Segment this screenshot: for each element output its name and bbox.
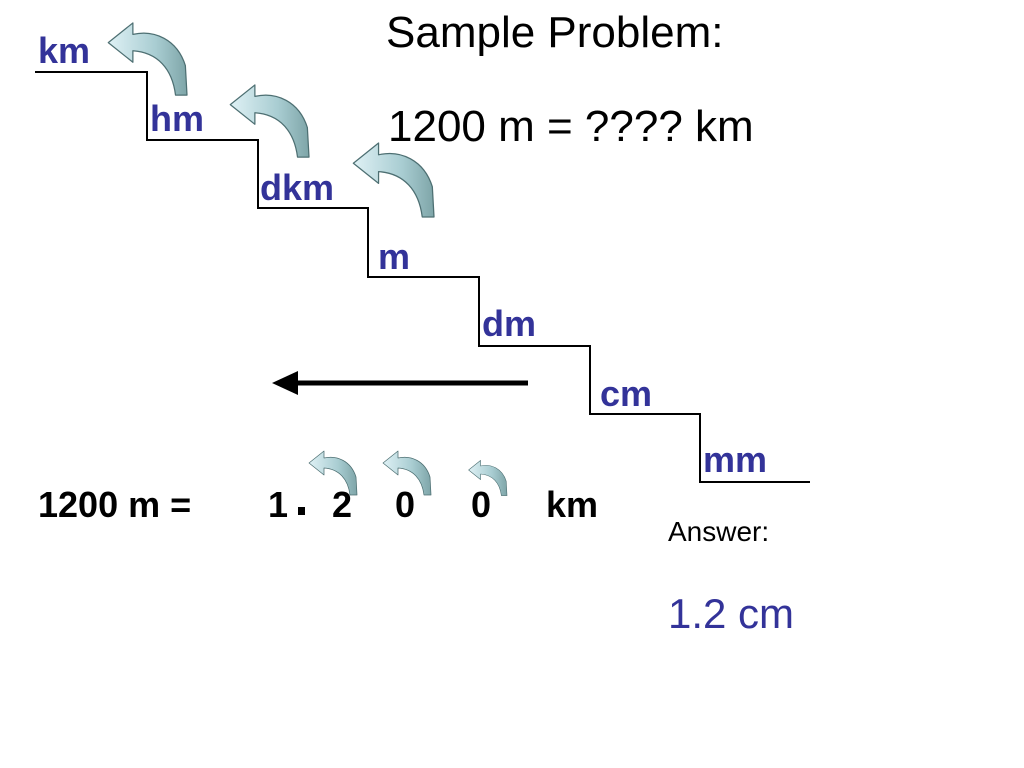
equation-unit: km [546,484,599,525]
equation-digit: 0 [395,484,416,525]
unit-label-mm: mm [703,439,768,480]
page-title: Sample Problem: [386,8,724,57]
unit-label-cm: cm [600,373,653,414]
problem-statement: 1200 m = ???? km [388,102,754,151]
equation-lhs: 1200 m = [38,484,192,525]
decimal-point-icon [298,507,305,515]
unit-label-km: km [38,30,91,71]
equation-digit: 0 [471,484,492,525]
equation-digit: 1 [268,484,289,525]
equation-digit: 2 [332,484,353,525]
unit-label-dkm: dkm [260,167,335,208]
staircase-line [35,71,810,483]
answer-label: Answer: [668,516,770,547]
unit-label-dm: dm [482,303,536,344]
left-arrow-icon [272,371,528,395]
answer-value: 1.2 cm [668,590,795,637]
curved-arrow-icon [352,142,435,218]
unit-label-hm: hm [150,98,204,139]
unit-label-m: m [378,236,411,277]
curved-arrow-icon [229,84,310,158]
